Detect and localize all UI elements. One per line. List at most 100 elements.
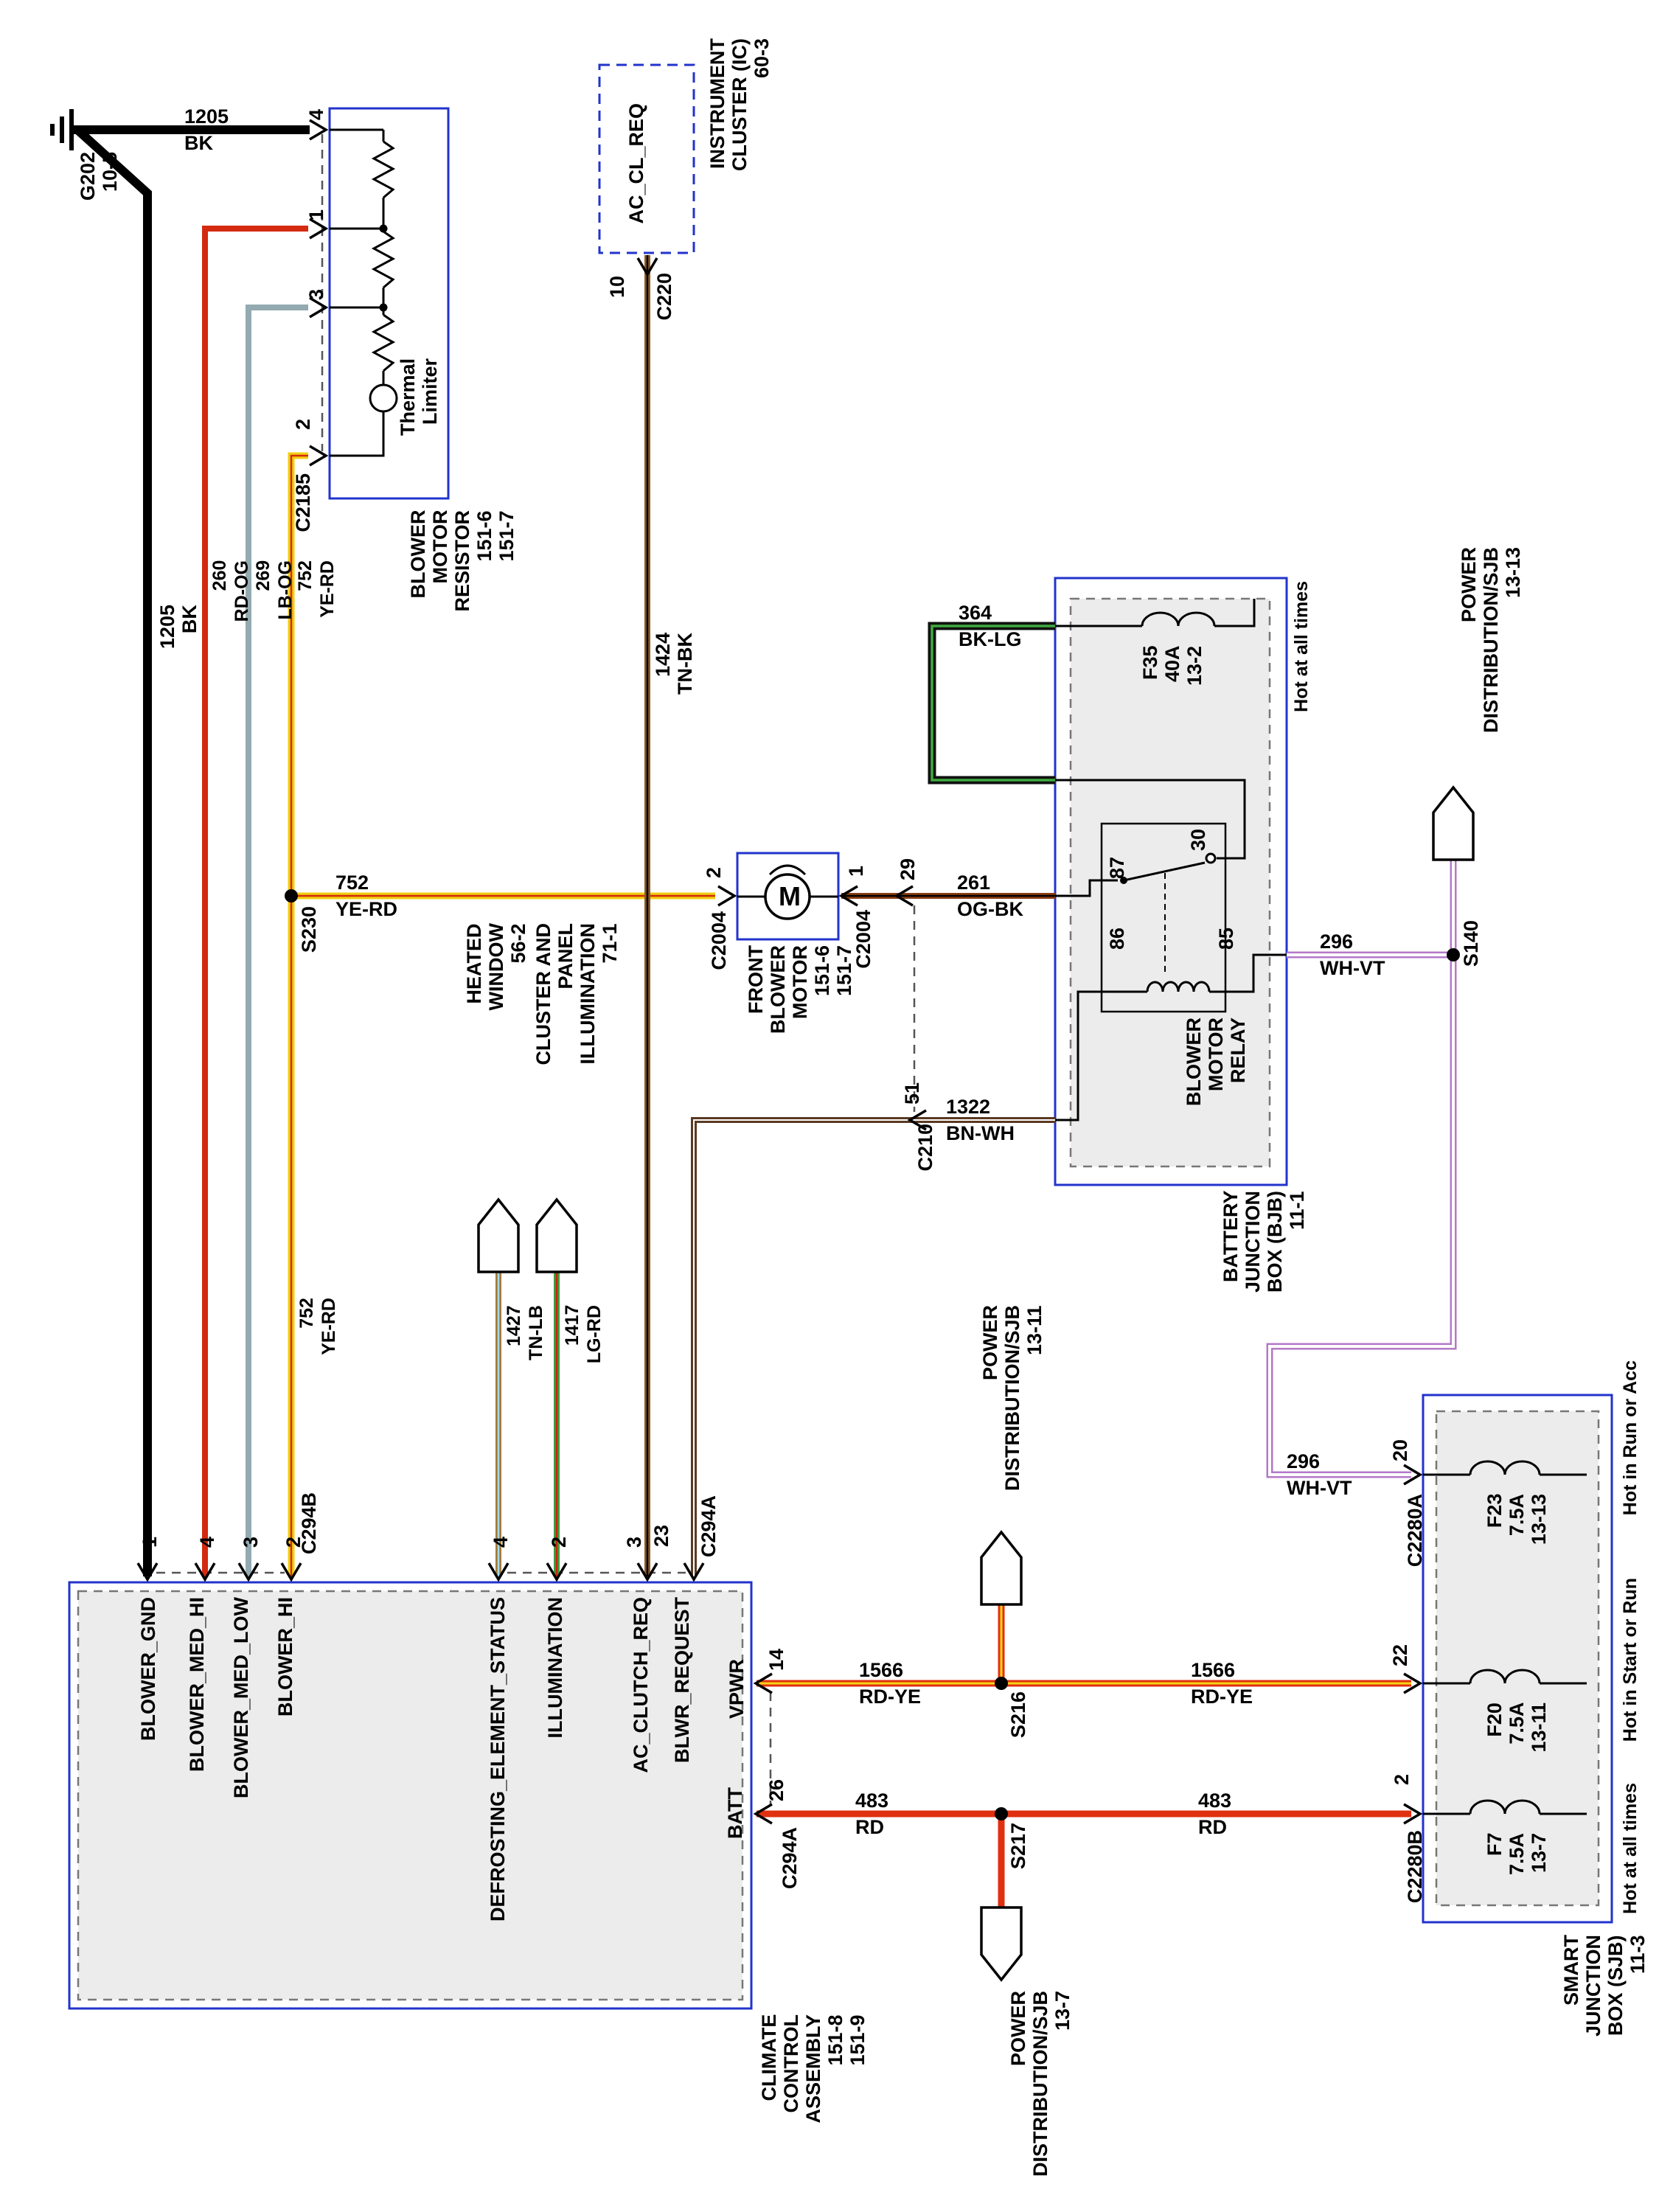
relay-title: BLOWER MOTOR RELAY [1183, 1018, 1249, 1106]
offpage-power-dist-13-13 [1432, 785, 1475, 861]
climate-pin-1: 1 [139, 1537, 161, 1548]
climate-pin-2: 2 [282, 1537, 305, 1548]
wire-1322-label: 1322 BN-WH [946, 1096, 1015, 1144]
sjb-pin-20: 20 [1389, 1439, 1411, 1462]
relay-pin-87: 87 [1106, 857, 1128, 880]
wire-364-bk-lg [928, 622, 1055, 785]
connector-c2280b-label: C2280B [1404, 1830, 1426, 1904]
climate-pin-26: 26 [765, 1779, 787, 1802]
wire-1566-label-2: 1566 RD-YE [1191, 1659, 1253, 1708]
wire-1205-label-v: 1205 BK [156, 605, 201, 650]
wire-483-label-2: 483 RD [1198, 1790, 1232, 1838]
sjb-hot-run-acc: Hot in Run or Acc [1620, 1360, 1641, 1516]
wire-1424-label: 1424 TN-BK [652, 633, 696, 695]
sjb-hot-all-times: Hot at all times [1620, 1783, 1641, 1914]
wire-752-label-h: 752 YE-RD [335, 872, 398, 920]
signal-ac-clutch-req: AC_CLUTCH_REQ [630, 1597, 652, 1773]
c210-pin-29: 29 [897, 858, 919, 881]
splice-s140-label: S140 [1460, 920, 1482, 967]
signal-illumination: ILLUMINATION [544, 1597, 566, 1739]
connector-c2004-right-label: C2004 [852, 910, 874, 969]
fuse-f7-label: F7 7.5A 13-7 [1484, 1833, 1550, 1876]
resistor-pin-1: 1 [305, 209, 327, 221]
offpage-power-dist-13-11 [980, 1530, 1023, 1606]
wire-364-label: 364 BK-LG [959, 602, 1022, 650]
connector-arrows [136, 119, 1423, 1825]
wire-752-label-lower: 752 YE-RD [296, 1298, 339, 1355]
resistor-pin-2: 2 [292, 419, 314, 431]
thermal-limiter-symbol [369, 383, 398, 413]
signal-vpwr: VPWR [726, 1659, 748, 1719]
instrument-cluster-title: INSTRUMENT CLUSTER (IC) 60-3 [706, 38, 773, 171]
fuse-f20-label: F20 7.5A 13-11 [1484, 1703, 1550, 1753]
offpage-connectors [477, 785, 1475, 1982]
wire-1322-bn-wh [691, 1117, 1055, 1576]
relay-pin-30: 30 [1187, 829, 1209, 852]
connector-c294a-right-label: C294A [779, 1827, 801, 1890]
c210-pin-51: 51 [901, 1082, 923, 1105]
climate-pin-23: 23 [650, 1525, 672, 1548]
sjb-pin-22: 22 [1389, 1644, 1411, 1667]
climate-pin-3: 3 [240, 1537, 262, 1548]
signal-blwr-request: BLWR_REQUEST [671, 1597, 693, 1764]
splice-s230-label: S230 [298, 906, 320, 953]
blower-resistor-box [328, 107, 450, 500]
wire-261-label: 261 OG-BK [957, 872, 1023, 920]
climate-pin-2b: 2 [548, 1537, 570, 1548]
wire-1205-label-h: 1205 BK [184, 105, 229, 154]
motor-m-symbol: M [779, 881, 801, 911]
wire-1566-rd-ye [757, 1604, 1411, 1687]
smart-junction-box-inner [1435, 1410, 1600, 1907]
ic-pin-10: 10 [606, 276, 628, 299]
motor-symbol [764, 864, 811, 920]
power-dist-13-13-label: POWER DISTRIBUTION/SJB 13-13 [1458, 547, 1524, 734]
wire-296-wh-vt [1266, 860, 1457, 1478]
fuse-f35-label: F35 40A 13-2 [1139, 646, 1206, 686]
wire-1205-bk [72, 125, 310, 1576]
connector-c2185-label: C2185 [292, 473, 314, 532]
signal-batt: BATT [724, 1787, 746, 1839]
offpage-cluster-illumination [535, 1197, 578, 1273]
offpage-power-dist-13-7 [980, 1906, 1023, 1982]
component-boxes [68, 63, 1613, 2010]
connector-c2280a-label: C2280A [1404, 1494, 1426, 1568]
wire-483-rd [757, 1810, 1411, 1907]
power-dist-13-11-label: POWER DISTRIBUTION/SJB 13-11 [979, 1305, 1046, 1492]
splice-s230 [285, 889, 298, 902]
wire-296-label-1: 296 WH-VT [1320, 931, 1385, 979]
sjb-hot-start-run: Hot in Start or Run [1620, 1578, 1641, 1742]
power-dist-13-7-label: POWER DISTRIBUTION/SJB 13-7 [1007, 1991, 1074, 2177]
connector-c294a-top-label: C294A [698, 1495, 720, 1558]
motor-pin-1: 1 [845, 866, 867, 877]
splice-s217-label: S217 [1007, 1823, 1029, 1870]
sjb-title: SMART JUNCTION BOX (SJB) 11-3 [1560, 1935, 1649, 2037]
splice-s140 [1447, 948, 1460, 961]
internal-leads [330, 128, 1587, 1815]
sjb-pin-2: 2 [1391, 1774, 1413, 1786]
connector-c2004-left-label: C2004 [708, 911, 730, 970]
signal-blower-med-hi: BLOWER_MED_HI [186, 1597, 208, 1773]
fuse-f23-label: F23 7.5A 13-13 [1484, 1494, 1550, 1545]
connector-c220-label: C220 [653, 273, 675, 321]
splice-s216 [995, 1677, 1008, 1690]
cluster-illumination-label: CLUSTER AND PANEL ILLUMINATION 71-1 [532, 923, 621, 1065]
signal-defrost-status: DEFROSTING_ELEMENT_STATUS [487, 1597, 509, 1922]
wire-1427-label: 1427 TN-LB [504, 1305, 546, 1360]
resistor-elements [369, 140, 398, 413]
splice-s217 [995, 1807, 1008, 1820]
fuse-symbols [1141, 611, 1541, 1815]
wire-1417-label: 1417 LG-RD [562, 1305, 605, 1364]
climate-title: CLIMATE CONTROL ASSEMBLY 151-8 151-9 [758, 2014, 869, 2124]
fuse-f7 [1469, 1799, 1541, 1815]
resistor-pin-3: 3 [305, 289, 327, 301]
motor-title: FRONT BLOWER MOTOR 151-6 151-7 [745, 945, 855, 1034]
wire-269-label: 269 LB-OG [253, 560, 296, 620]
connector-dashed-lines [156, 134, 916, 1805]
signal-blower-med-low: BLOWER_MED_LOW [230, 1597, 252, 1798]
wire-296-label-2: 296 WH-VT [1287, 1450, 1352, 1499]
splice-s216-label: S216 [1007, 1691, 1029, 1739]
wire-260-label: 260 RD-OG [209, 560, 252, 622]
climate-control-box-inner [77, 1590, 744, 2001]
fuse-f20 [1469, 1669, 1541, 1684]
climate-pin-4b: 4 [490, 1537, 512, 1548]
